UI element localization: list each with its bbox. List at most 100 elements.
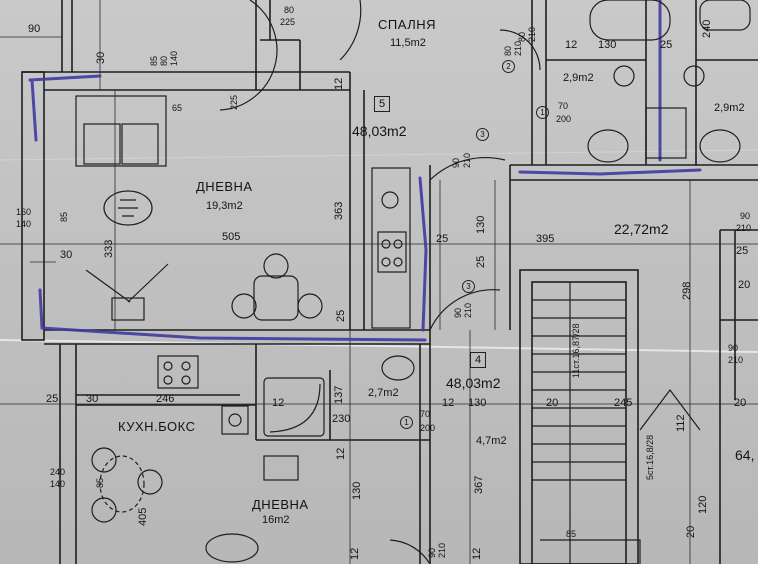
- dim-25: 25: [46, 393, 59, 405]
- dim-20: 20: [734, 397, 747, 409]
- paper-fold: [0, 149, 758, 161]
- room-name-living2: ДНЕВНА: [252, 497, 309, 512]
- paper-fold: [0, 339, 758, 353]
- dim-298: 298: [681, 281, 693, 300]
- room-name-living: ДНЕВНА: [196, 179, 253, 194]
- dim-20: 20: [546, 397, 559, 409]
- dim-12: 12: [272, 397, 285, 409]
- door-spec-3-height: 210: [462, 152, 472, 168]
- room-area-bedroom: 11,5m2: [390, 37, 426, 49]
- door-spec-9-width: 80: [517, 31, 527, 42]
- apartment-number-5: 5: [374, 96, 390, 112]
- tv-stand-lower: [263, 455, 299, 481]
- room-area-corridor: 22,72m2: [614, 221, 669, 237]
- dim-367: 367: [473, 475, 485, 494]
- door-spec-1-height: 200: [556, 114, 572, 124]
- door-spec-5-width: 70: [420, 409, 431, 419]
- door-spec-1-width: 70: [558, 101, 569, 111]
- dim-12: 12: [565, 39, 578, 51]
- dim-137: 137: [333, 385, 345, 404]
- dim-240: 240: [701, 19, 713, 38]
- sofa: [75, 95, 167, 167]
- dim-130: 130: [475, 215, 487, 234]
- door-marker-3: 3: [476, 128, 489, 141]
- dim-12: 12: [349, 547, 361, 560]
- dim-90: 90: [28, 23, 41, 35]
- shower: [263, 377, 325, 437]
- room-name-bedroom: СПАЛНЯ: [378, 17, 436, 32]
- dim-85: 85: [149, 55, 159, 66]
- door-spec-8-width: 90: [427, 547, 437, 558]
- dim-225: 225: [229, 94, 239, 110]
- stairs-upper-spec: 11ст.16,87/28: [571, 323, 581, 378]
- door-spec-2-height: 210: [513, 40, 523, 56]
- window-spec-4-height: 140: [50, 479, 66, 489]
- dim-25: 25: [736, 245, 749, 257]
- window-spec-1-width: 80: [284, 5, 295, 15]
- window-spec-3-height: 140: [16, 219, 32, 229]
- chair: [297, 293, 323, 319]
- kitchen-counter: [371, 167, 411, 329]
- window-spec-2-width: 80: [159, 55, 169, 66]
- door-spec-7-height: 210: [728, 355, 744, 365]
- apartment-area-5: 48,03m2: [352, 123, 407, 139]
- dim-333: 333: [103, 239, 115, 258]
- dim-85: 85: [59, 211, 69, 222]
- dim-85: 85: [566, 529, 577, 539]
- door-spec-5-height: 200: [420, 423, 436, 433]
- sink: [699, 129, 741, 163]
- walls: [21, 0, 758, 564]
- dim-245: 245: [614, 397, 633, 409]
- door-spec-2-width: 80: [503, 45, 513, 56]
- dim-30: 30: [95, 51, 107, 64]
- room-area-bath2: 2,9m2: [714, 102, 745, 114]
- door-marker-4: 3: [462, 280, 475, 293]
- dim-395: 395: [536, 233, 555, 245]
- dim-120: 120: [697, 495, 709, 514]
- dim-130: 130: [468, 397, 487, 409]
- room-area-bath3: 2,7m2: [368, 387, 399, 399]
- room-area-living2: 16m2: [262, 514, 290, 526]
- stairs-lower-spec: 5ст.16,8/28: [645, 434, 655, 480]
- door-marker-1: 1: [536, 106, 549, 119]
- door-spec-3-width: 90: [451, 157, 461, 168]
- furniture: [75, 0, 751, 564]
- dim-505: 505: [222, 231, 241, 243]
- dim-12: 12: [333, 77, 345, 90]
- door-marker-2: 2: [502, 60, 515, 73]
- door-marker-5: 1: [400, 416, 413, 429]
- door-spec-8-height: 210: [437, 542, 447, 558]
- dim-12: 12: [471, 547, 483, 560]
- chair: [263, 253, 289, 279]
- dim-65: 65: [172, 103, 183, 113]
- dim-363: 363: [333, 201, 345, 220]
- dim-25: 25: [436, 233, 449, 245]
- window-spec-3-width: 160: [16, 207, 32, 217]
- dim-130: 130: [598, 39, 617, 51]
- dim-12: 12: [335, 447, 347, 460]
- dim-12: 12: [442, 397, 455, 409]
- sink: [381, 355, 415, 381]
- apartment-number-4: 4: [470, 352, 486, 368]
- dim-20: 20: [685, 525, 697, 538]
- window-spec-2-height: 140: [169, 50, 179, 66]
- dim-30: 30: [86, 393, 99, 405]
- room-name-kitchen: КУХН.БОКС: [118, 419, 196, 434]
- window-spec-1-height: 225: [280, 17, 296, 27]
- bathtub: [589, 0, 671, 41]
- dining-table: [253, 275, 299, 321]
- dim-130: 130: [351, 481, 363, 500]
- dim-405: 405: [137, 507, 149, 526]
- dim-230: 230: [332, 413, 351, 425]
- dim-246: 246: [156, 393, 175, 405]
- door-spec-7-width: 90: [728, 343, 739, 353]
- dim-25: 25: [335, 309, 347, 322]
- dim-20: 20: [738, 279, 751, 291]
- dim-85: 85: [95, 477, 105, 488]
- apartment-area-right: 64,: [735, 447, 755, 463]
- room-area-bath1: 2,9m2: [563, 72, 594, 84]
- window-spec-4-width: 240: [50, 467, 66, 477]
